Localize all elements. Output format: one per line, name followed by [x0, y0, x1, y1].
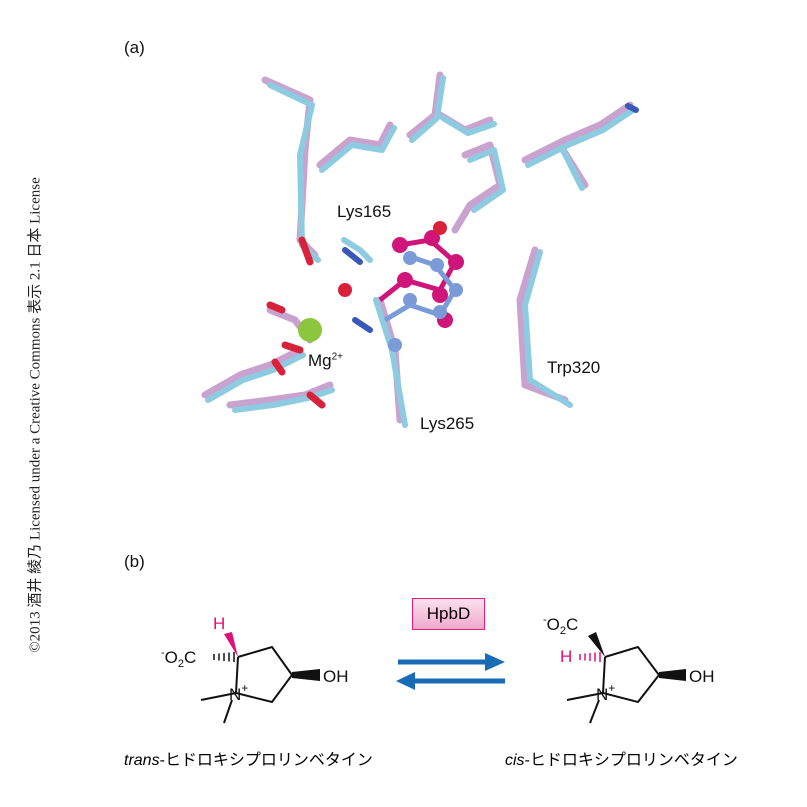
ligand-atoms-blue	[388, 251, 463, 352]
residue-lys165: Lys165	[337, 202, 392, 221]
equilibrium-arrows	[398, 659, 505, 684]
enzyme-hpbd-box: HpbD	[412, 598, 485, 630]
residue-lys265: Lys265	[420, 414, 475, 433]
trans-compound-name: trans-ヒドロキシプロリンベタイン	[124, 752, 373, 769]
trans-carboxylate-label: -O2C	[161, 647, 196, 670]
ligand-ball-and-stick	[298, 221, 464, 352]
panel-a-label: (a)	[124, 38, 145, 57]
cis-compound-name: cis-ヒドロキシプロリンベタイン	[505, 752, 738, 769]
cis-h-label: H	[560, 647, 572, 666]
residue-trp320: Trp320	[547, 358, 601, 377]
panel-b-label: (b)	[124, 552, 145, 571]
mg-ion	[298, 318, 322, 342]
residue-mg: Mg2+	[308, 351, 344, 370]
active-site-sticks	[201, 71, 639, 428]
cis-oh-label: OH	[689, 667, 715, 686]
cis-n-label: N+	[596, 681, 615, 704]
trans-oh-label: OH	[323, 667, 349, 686]
cis-carboxylate-label: -O2C	[543, 614, 578, 637]
trans-h-label: H	[213, 614, 225, 633]
scheme-b	[200, 632, 686, 724]
trans-n-label: N+	[229, 681, 248, 704]
